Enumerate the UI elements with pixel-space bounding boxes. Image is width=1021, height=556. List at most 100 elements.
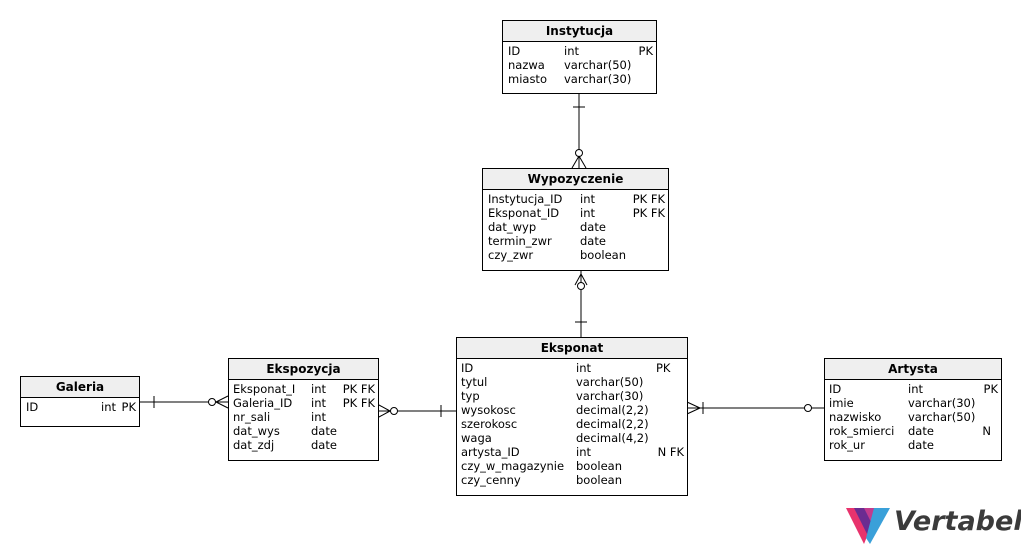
column-type: date xyxy=(580,220,606,234)
column-type: varchar(30) xyxy=(564,72,632,86)
column-type: int xyxy=(311,382,326,396)
rel-optional-mark xyxy=(390,407,398,415)
column-name: ID xyxy=(461,361,474,375)
column-key: N xyxy=(982,424,991,438)
rel-crow-foot xyxy=(686,401,701,409)
column-type: date xyxy=(311,438,337,452)
column-name: waga xyxy=(461,431,492,445)
column-type: date xyxy=(908,438,934,452)
column-type: int xyxy=(908,382,923,396)
column-type: decimal(4,2) xyxy=(576,431,649,445)
column-row: tytul varchar(50) xyxy=(457,375,687,389)
column-name: typ xyxy=(461,389,480,403)
column-key: N FK xyxy=(657,445,684,459)
column-name: Galeria_ID xyxy=(233,396,293,410)
column-type: int xyxy=(576,445,591,459)
column-type: varchar(50) xyxy=(908,410,976,424)
column-row: ID int PK xyxy=(503,44,656,58)
rel-crow-foot xyxy=(580,273,588,286)
column-row: dat_zdj date xyxy=(229,438,378,452)
column-name: ID xyxy=(508,44,521,58)
column-name: nr_sali xyxy=(233,410,271,424)
column-name: dat_zdj xyxy=(233,438,275,452)
rel-optional-mark xyxy=(804,404,812,412)
column-name: Eksponat_ID xyxy=(488,206,560,220)
column-type: int xyxy=(101,400,116,414)
column-type: date xyxy=(311,424,337,438)
entity-title: Instytucja xyxy=(503,21,656,42)
column-name: Instytucja_ID xyxy=(488,192,563,206)
column-key: PK xyxy=(638,44,653,58)
column-name: rok_ur xyxy=(829,438,865,452)
column-key: PK FK xyxy=(632,206,665,220)
entity-title: Eksponat xyxy=(457,338,687,359)
column-type: int xyxy=(580,192,595,206)
column-row: ID int PK xyxy=(21,400,139,414)
brand-name: Vertabelo xyxy=(894,506,1021,537)
column-type: boolean xyxy=(580,248,626,262)
column-name: czy_w_magazynie xyxy=(461,459,565,473)
column-name: czy_cenny xyxy=(461,473,521,487)
column-row: ID int PK xyxy=(825,382,1001,396)
column-row: Eksponat_ID int PK FK xyxy=(483,206,668,220)
column-name: Eksponat_I xyxy=(233,382,296,396)
column-row: Instytucja_ID int PK FK xyxy=(483,192,668,206)
column-name: tytul xyxy=(461,375,488,389)
rel-crow-foot xyxy=(578,155,587,169)
column-type: varchar(50) xyxy=(576,375,644,389)
column-row: nr_sali int xyxy=(229,410,378,424)
column-row: artysta_ID int N FK xyxy=(457,445,687,459)
column-type: int xyxy=(311,396,326,410)
column-type: int xyxy=(311,410,326,424)
column-name: ID xyxy=(829,382,842,396)
column-type: date xyxy=(908,424,934,438)
column-row: miasto varchar(30) xyxy=(503,72,656,86)
vertabelo-logo-icon xyxy=(846,508,890,544)
column-key: PK xyxy=(121,400,136,414)
rel-optional-mark xyxy=(208,398,216,406)
rel-crow-foot xyxy=(378,404,391,412)
column-key: PK FK xyxy=(632,192,665,206)
entity-title: Ekspozycja xyxy=(229,359,378,380)
rel-crow-foot xyxy=(378,410,391,418)
column-key: PK FK xyxy=(342,382,375,396)
column-type: varchar(30) xyxy=(908,396,976,410)
column-type: int xyxy=(580,206,595,220)
column-name: ID xyxy=(26,400,39,414)
column-row: rok_ur date xyxy=(825,438,1001,452)
rel-crow-foot xyxy=(571,155,580,169)
column-name: nazwa xyxy=(508,58,545,72)
rel-crow-foot xyxy=(215,395,229,403)
column-type: boolean xyxy=(576,473,622,487)
entity-galeria[interactable]: Galeria ID int PK xyxy=(20,376,140,427)
column-type: int xyxy=(564,44,579,58)
entity-title: Galeria xyxy=(21,377,139,398)
column-name: szerokosc xyxy=(461,417,518,431)
rel-crow-foot xyxy=(686,407,701,415)
column-name: wysokosc xyxy=(461,403,516,417)
column-type: boolean xyxy=(576,459,622,473)
column-name: artysta_ID xyxy=(461,445,520,459)
column-key: PK xyxy=(983,382,998,396)
rel-crow-foot xyxy=(574,273,582,286)
column-name: miasto xyxy=(508,72,547,86)
column-type: date xyxy=(580,234,606,248)
column-row: nazwisko varchar(50) xyxy=(825,410,1001,424)
column-name: nazwisko xyxy=(829,410,882,424)
